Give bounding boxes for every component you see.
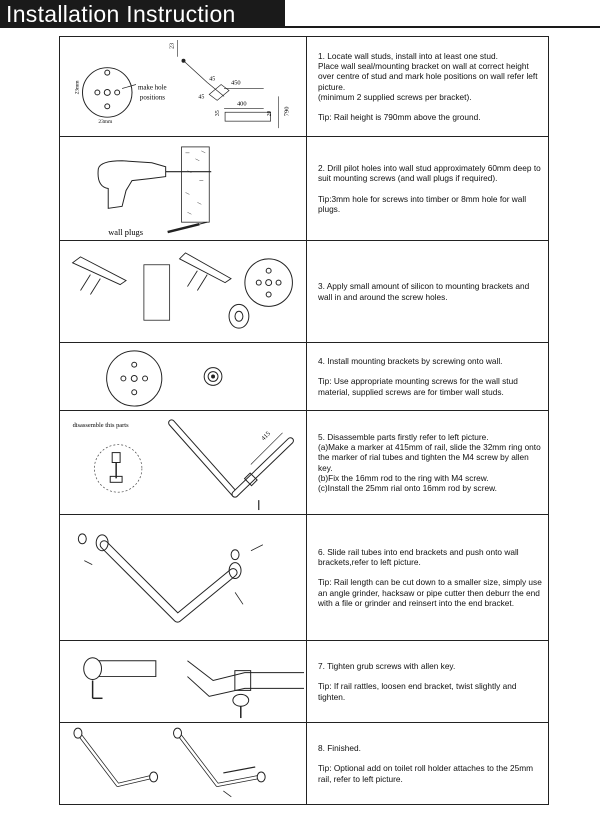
step-6-line-1: 6. Slide rail tubes into end brackets an… [318,546,519,568]
disassemble-label: disassemble this parts [73,422,130,429]
dim-45-b: 45 [198,94,204,100]
instruction-table: make hole positions 23mm 23mm 23 45 45 4… [59,36,549,805]
rail-assembly-diagram [77,533,264,623]
dim-20: 20 [267,110,273,116]
step-8-text: 8. Finished. Tip: Optional add on toilet… [318,723,544,804]
bracket-layout-diagram: make hole positions 23mm 23mm 23 45 45 4… [75,39,290,129]
dim-45-a: 45 [209,77,215,83]
header-rule [285,26,600,28]
dim-400: 400 [237,100,247,107]
step-1-line-2: Place wall seal/mounting bracket on wall… [318,61,538,92]
finished-rail-diagram [73,727,266,798]
positions-label: positions [140,94,165,101]
step-7-illustration [60,641,307,722]
step-2-line-1: 2. Drill pilot holes into wall stud appr… [318,163,541,184]
step-row-5: disassemble this parts 415 5. Disassembl… [60,411,548,515]
step-3-text: 3. Apply small amount of silicon to moun… [318,241,544,342]
step-row-1: make hole positions 23mm 23mm 23 45 45 4… [60,37,548,137]
step-4-line-1: 4. Install mounting brackets by screwing… [318,356,503,367]
step-3-line-1: 3. Apply small amount of silicon to moun… [318,281,530,302]
step-1-line-3: (minimum 2 supplied screws per bracket). [318,91,472,102]
step-1-illustration: make hole positions 23mm 23mm 23 45 45 4… [60,37,307,136]
step-3-illustration [60,241,307,342]
step-row-4: 4. Install mounting brackets by screwing… [60,343,548,411]
grub-screw-diagram [83,657,305,719]
step-8-line-1: 8. Finished. [318,743,361,754]
dim-790: 790 [283,107,290,117]
step-1-text: 1. Locate wall studs, install into at le… [318,37,544,136]
step-4-illustration [60,343,307,410]
step-4-tip: Tip: Use appropriate mounting screws for… [318,376,518,397]
step-5-illustration: disassemble this parts 415 [60,411,307,514]
dim-35: 35 [215,110,221,116]
dim-23mm-a: 23mm [98,119,113,125]
disassemble-diagram: disassemble this parts 415 [73,419,294,511]
step-row-6: 6. Slide rail tubes into end brackets an… [60,515,548,641]
dim-23mm-b: 23mm [75,80,81,95]
step-5-line-3: (b)Fix the 16mm rod to the ring with M4 … [318,472,489,483]
step-2-tip: Tip:3mm hole for screws into timber or 8… [318,193,527,214]
step-7-tip: Tip: If rail rattles, loosen end bracket… [318,681,517,702]
step-5-line-2: (a)Make a marker at 415mm of rail, slide… [318,442,541,473]
step-8-illustration [60,723,307,804]
wall-plugs-label: wall plugs [108,228,143,237]
step-row-2: wall plugs 2. Drill pilot holes into wal… [60,137,548,241]
make-hole-label: make hole [138,84,167,91]
step-8-tip: Tip: Optional add on toilet roll holder … [318,763,534,784]
measure-415-label: 415 [260,430,272,442]
page-title: Installation Instruction [6,1,236,27]
step-5-line-1: 5. Disassemble parts firstly refer to le… [318,431,489,442]
step-7-line-1: 7. Tighten grub screws with allen key. [318,661,456,672]
dim-450: 450 [231,80,241,87]
step-5-text: 5. Disassemble parts firstly refer to le… [318,411,544,514]
step-6-text: 6. Slide rail tubes into end brackets an… [318,515,544,640]
step-5-line-4: (c)Install the 25mm rial onto 16mm rod b… [318,482,497,493]
step-6-tip: Tip: Rail length can be cut down to a sm… [318,577,542,608]
step-6-illustration [60,515,307,640]
dim-23: 23 [170,43,176,49]
step-4-text: 4. Install mounting brackets by screwing… [318,343,544,410]
step-row-3: 3. Apply small amount of silicon to moun… [60,241,548,343]
drill-diagram: wall plugs [97,146,212,237]
page-header: Installation Instruction [0,0,285,28]
mounting-bracket-diagram [106,350,223,407]
step-2-illustration: wall plugs [60,137,307,240]
step-2-text: 2. Drill pilot holes into wall stud appr… [318,137,544,240]
silicon-diagram [71,252,293,329]
step-7-text: 7. Tighten grub screws with allen key. T… [318,641,544,722]
step-1-tip: Tip: Rail height is 790mm above the grou… [318,111,481,122]
step-row-8: 8. Finished. Tip: Optional add on toilet… [60,723,548,804]
step-1-line-1: 1. Locate wall studs, install into at le… [318,50,498,61]
step-row-7: 7. Tighten grub screws with allen key. T… [60,641,548,723]
